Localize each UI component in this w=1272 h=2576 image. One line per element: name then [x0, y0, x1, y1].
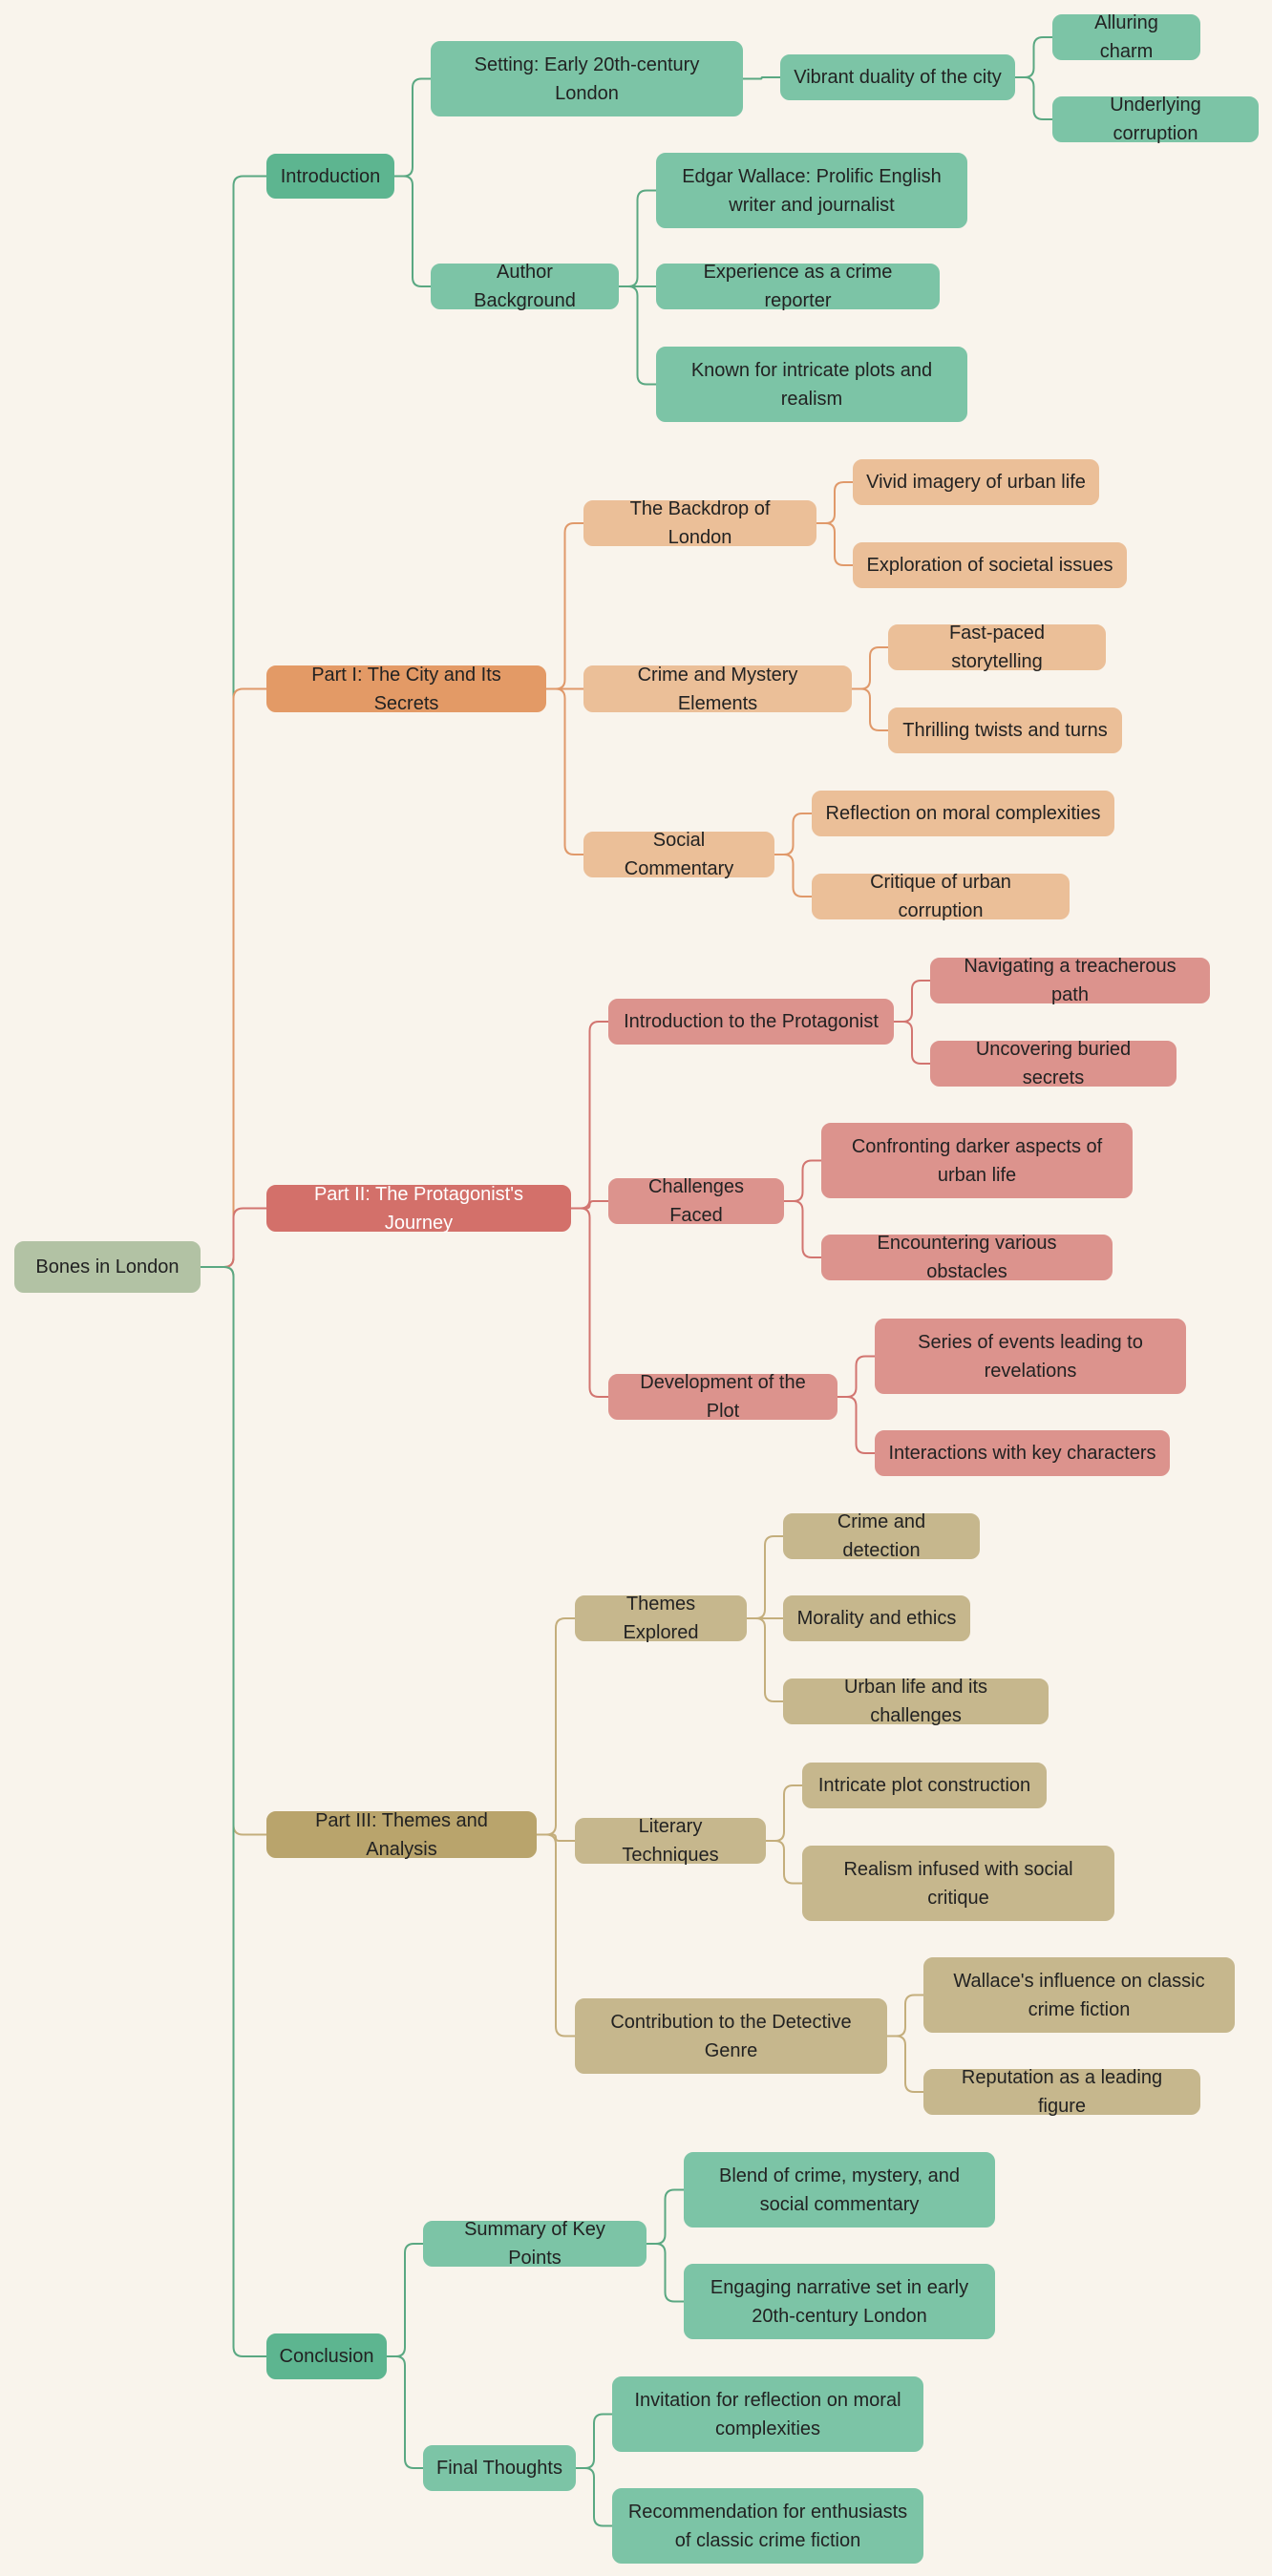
- connector-line: [571, 1207, 608, 1398]
- node-challenges-faced: Challenges Faced: [608, 1176, 784, 1226]
- node-intricate-plots-realism: Known for intricate plots and realism: [656, 347, 967, 422]
- connector-line: [766, 1840, 802, 1885]
- node-wallace-influence: Wallace's influence on classic crime fic…: [923, 1957, 1235, 2033]
- connector-line: [394, 175, 431, 287]
- connector-line: [852, 687, 888, 731]
- connector-line: [894, 1021, 930, 1065]
- connector-line: [619, 285, 656, 386]
- node-literary-techniques: Literary Techniques: [575, 1816, 766, 1866]
- node-treacherous-path: Navigating a treacherous path: [930, 956, 1210, 1005]
- connector-line: [774, 813, 812, 855]
- node-leading-figure: Reputation as a leading figure: [923, 2067, 1200, 2117]
- connector-line: [546, 687, 583, 855]
- node-themes-explored: Themes Explored: [575, 1594, 747, 1643]
- connector-line: [537, 1833, 575, 2038]
- connector-line: [647, 2243, 684, 2303]
- node-buried-secrets: Uncovering buried secrets: [930, 1039, 1177, 1088]
- connector-line: [546, 522, 583, 690]
- node-summary-key-points: Summary of Key Points: [423, 2219, 647, 2269]
- node-realism-social-critique: Realism infused with social critique: [802, 1846, 1114, 1921]
- connector-line: [201, 1207, 266, 1268]
- node-social-commentary: Social Commentary: [583, 830, 774, 879]
- node-series-of-events: Series of events leading to revelations: [875, 1319, 1186, 1394]
- connector-line: [394, 77, 431, 178]
- node-vivid-imagery: Vivid imagery of urban life: [853, 459, 1099, 505]
- connector-line: [619, 189, 656, 287]
- connector-line: [201, 687, 266, 1268]
- connector-line: [837, 1396, 875, 1454]
- node-plot-construction: Intricate plot construction: [802, 1763, 1047, 1808]
- node-edgar-wallace: Edgar Wallace: Prolific English writer a…: [656, 153, 967, 228]
- node-fast-paced: Fast-paced storytelling: [888, 623, 1106, 672]
- section-node-part-2: Part II: The Protagonist's Journey: [266, 1184, 571, 1234]
- node-author-background: Author Background: [431, 262, 619, 311]
- connector-line: [852, 646, 888, 690]
- root-node: Bones in London: [14, 1241, 201, 1293]
- connector-line: [647, 2188, 684, 2245]
- node-morality-ethics: Morality and ethics: [783, 1595, 970, 1641]
- section-node-introduction: Introduction: [266, 154, 394, 199]
- connector-line: [387, 2243, 423, 2357]
- node-setting: Setting: Early 20th-century London: [431, 41, 743, 116]
- connector-line: [387, 2355, 423, 2469]
- node-engaging-narrative: Engaging narrative set in early 20th-cen…: [684, 2264, 995, 2339]
- node-backdrop-of-london: The Backdrop of London: [583, 498, 816, 548]
- node-various-obstacles: Encountering various obstacles: [821, 1233, 1113, 1282]
- connector-line: [537, 1617, 575, 1836]
- connector-line: [1015, 36, 1052, 78]
- connector-line: [816, 522, 853, 566]
- node-thrilling-twists: Thrilling twists and turns: [888, 707, 1122, 753]
- node-alluring-charm: Alluring charm: [1052, 12, 1200, 62]
- connector-line: [816, 481, 853, 524]
- node-urban-corruption: Critique of urban corruption: [812, 872, 1070, 921]
- connector-line: [784, 1200, 821, 1258]
- connector-line: [747, 1617, 783, 1702]
- connector-line: [774, 854, 812, 897]
- node-recommendation: Recommendation for enthusiasts of classi…: [612, 2488, 923, 2564]
- connector-line: [571, 1200, 608, 1210]
- connector-line: [576, 2413, 612, 2469]
- connector-line: [537, 1833, 575, 1842]
- node-blend-crime-mystery: Blend of crime, mystery, and social comm…: [684, 2152, 995, 2228]
- connector-line: [766, 1784, 802, 1842]
- node-urban-challenges: Urban life and its challenges: [783, 1677, 1049, 1726]
- node-crime-detection: Crime and detection: [783, 1511, 980, 1561]
- connector-line: [743, 76, 780, 80]
- node-moral-complexities: Reflection on moral complexities: [812, 791, 1114, 836]
- node-plot-development: Development of the Plot: [608, 1372, 837, 1422]
- connector-line: [201, 1266, 266, 2357]
- connector-line: [894, 980, 930, 1023]
- connector-line: [887, 1994, 923, 2038]
- node-underlying-corruption: Underlying corruption: [1052, 95, 1259, 144]
- node-societal-issues: Exploration of societal issues: [853, 542, 1127, 588]
- node-intro-protagonist: Introduction to the Protagonist: [608, 999, 894, 1045]
- connector-line: [576, 2467, 612, 2527]
- node-crime-reporter: Experience as a crime reporter: [656, 262, 940, 311]
- node-final-thoughts: Final Thoughts: [423, 2445, 576, 2491]
- node-darker-aspects: Confronting darker aspects of urban life: [821, 1123, 1133, 1198]
- node-key-characters: Interactions with key characters: [875, 1430, 1170, 1476]
- node-detective-genre: Contribution to the Detective Genre: [575, 1998, 887, 2074]
- connector-line: [837, 1355, 875, 1398]
- node-invitation-reflection: Invitation for reflection on moral compl…: [612, 2376, 923, 2452]
- section-node-conclusion: Conclusion: [266, 2333, 387, 2379]
- section-node-part-3: Part III: Themes and Analysis: [266, 1810, 537, 1860]
- node-vibrant-duality: Vibrant duality of the city: [780, 54, 1015, 100]
- connector-line: [887, 2035, 923, 2093]
- section-node-part-1: Part I: The City and Its Secrets: [266, 665, 546, 714]
- connector-line: [747, 1535, 783, 1619]
- connector-line: [571, 1021, 608, 1210]
- node-crime-mystery-elements: Crime and Mystery Elements: [583, 665, 852, 714]
- connector-line: [784, 1159, 821, 1202]
- connector-line: [1015, 76, 1052, 120]
